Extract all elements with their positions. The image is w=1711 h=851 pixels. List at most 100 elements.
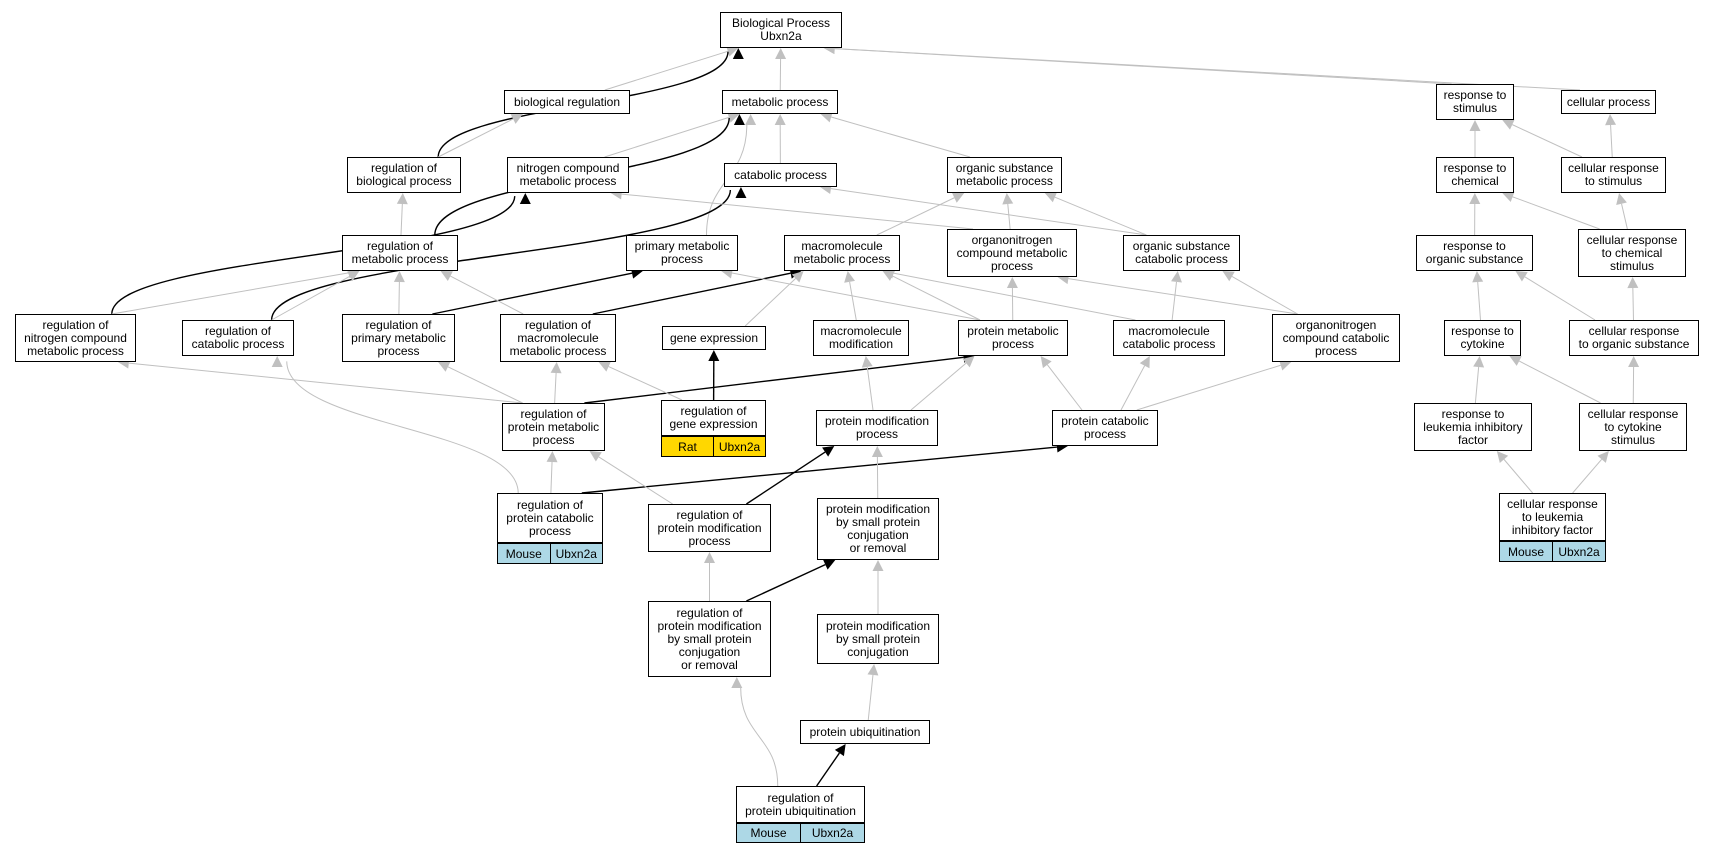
edge-arrowhead [1627,277,1639,289]
go-term-response-to-chemical[interactable]: response to chemical [1436,157,1514,193]
edge-arrowhead [396,193,408,205]
edge-line [831,116,971,158]
go-term-regulation-of-primary-metabolic-process[interactable]: regulation of primary metabolic process [342,314,455,362]
edge-line [746,563,826,602]
edge-line [111,272,349,315]
edge-arrowhead [735,187,747,198]
go-term-regulation-of-protein-catabolic-process[interactable]: regulation of protein catabolic process [497,493,603,543]
edge-line [398,281,400,315]
edge-line [432,272,633,315]
go-term-protein-ubiquitination[interactable]: protein ubiquitination [800,720,930,744]
edge-line [1621,203,1628,230]
edge-arrowhead [775,48,787,60]
edge-line [550,461,553,494]
edge-arrowhead [1171,271,1182,283]
edge-line [604,50,728,91]
go-term-macromolecule-modification[interactable]: macromolecule modification [813,320,909,356]
go-term-cellular-response-to-chemical-stimulus[interactable]: cellular response to chemical stimulus [1578,229,1686,277]
go-term-regulation-of-protein-ubiquitination[interactable]: regulation of protein ubiquitination [736,786,865,823]
go-term-gene-expression[interactable]: gene expression [662,326,766,350]
edge-line [1068,278,1298,315]
edge-line [450,275,524,315]
annotation-species: Mouse [1507,544,1545,559]
edge-arrowhead [347,271,360,282]
go-term-macromolecule-catabolic-process[interactable]: macromolecule catabolic process [1113,320,1225,356]
edge-line [1171,281,1177,321]
edge-arrowhead [1472,271,1484,283]
edge-arrowhead [1628,356,1640,368]
go-term-catabolic-process[interactable]: catabolic process [724,163,837,187]
edge-line [581,446,1058,494]
go-term-regulation-of-catabolic-process[interactable]: regulation of catabolic process [182,320,294,356]
go-term-cellular-response-to-organic-substance[interactable]: cellular response to organic substance [1569,320,1699,356]
edge-arrowhead [867,664,879,676]
go-term-protein-catabolic-process[interactable]: protein catabolic process [1052,410,1158,446]
go-term-root[interactable]: Biological Process Ubxn2a [720,12,842,48]
go-term-biological-regulation[interactable]: biological regulation [504,90,630,114]
go-term-metabolic-process[interactable]: metabolic process [722,90,838,114]
edge-line [447,366,523,404]
go-term-regulation-of-macromolecule-metabolic-process[interactable]: regulation of macromolecule metabolic pr… [500,314,616,362]
go-term-response-to-leukemia-inhibitory-factor[interactable]: response to leukemia inhibitory factor [1414,403,1532,451]
go-term-regulation-of-nitrogen-compound-metabolic-process[interactable]: regulation of nitrogen compound metaboli… [15,314,136,362]
edge-line [270,189,732,321]
edge-arrowhead [731,677,743,688]
edge-line [598,456,673,505]
edge-line [1136,364,1281,411]
edge-line [1503,459,1534,494]
go-term-nitrogen-compound-metabolic-process[interactable]: nitrogen compound metabolic process [507,157,629,193]
go-term-organic-substance-metabolic-process[interactable]: organic substance metabolic process [947,157,1062,193]
go-term-organonitrogen-compound-metabolic-process[interactable]: organonitrogen compound metabolic proces… [947,229,1077,277]
edge-arrowhead [1469,120,1481,131]
edge-arrowhead [733,114,745,125]
edge-arrowhead [1502,191,1515,202]
go-term-regulation-of-gene-expression[interactable]: regulation of gene expression [661,400,766,436]
go-term-cellular-response-to-cytokine-stimulus[interactable]: cellular response to cytokine stimulus [1579,403,1687,451]
go-term-cellular-response-to-stimulus[interactable]: cellular response to stimulus [1561,157,1666,193]
go-term-cellular-process[interactable]: cellular process [1561,90,1656,114]
go-term-protein-modification-by-small-protein-conjugation[interactable]: protein modification by small protein co… [817,614,939,664]
edge-line [271,275,351,321]
annotation-species: Mouse [750,826,787,840]
go-term-primary-metabolic-process[interactable]: primary metabolic process [626,235,738,271]
edge-line [1046,364,1083,411]
edge-arrowhead [1509,356,1522,366]
edge-arrowhead [1139,356,1150,369]
go-term-cellular-response-to-leukemia-inhibitory-factor[interactable]: cellular response to leukemia inhibitory… [1499,493,1606,541]
edge-line [1572,459,1603,494]
edge-arrowhead [1040,356,1052,369]
go-term-organic-substance-catabolic-process[interactable]: organic substance catabolic process [1123,235,1240,271]
go-term-regulation-of-protein-metabolic-process[interactable]: regulation of protein metabolic process [502,403,605,451]
go-term-regulation-of-protein-modification-process[interactable]: regulation of protein modification proce… [648,504,771,552]
edge-arrowhead [861,356,873,368]
edge-arrowhead [1515,271,1528,282]
go-term-response-to-cytokine[interactable]: response to cytokine [1444,320,1521,356]
go-term-response-to-organic-substance[interactable]: response to organic substance [1416,235,1533,271]
edge-line [584,356,964,404]
edge-arrowhead [1605,114,1617,126]
edge-arrowhead [438,361,451,372]
go-term-protein-metabolic-process[interactable]: protein metabolic process [958,320,1068,356]
go-term-response-to-stimulus[interactable]: response to stimulus [1436,84,1514,120]
edge-arrowhead [440,271,453,281]
go-term-regulation-of-metabolic-process[interactable]: regulation of metabolic process [342,235,458,271]
go-term-protein-modification-process[interactable]: protein modification process [816,410,938,446]
go-term-macromolecule-metabolic-process[interactable]: macromolecule metabolic process [784,235,900,271]
edge-line [866,366,874,411]
annotation-gene: Ubxn2a [713,437,765,456]
go-term-regulation-of-biological-process[interactable]: regulation of biological process [347,157,461,193]
go-term-organonitrogen-compound-catabolic-process[interactable]: organonitrogen compound catabolic proces… [1272,314,1400,362]
edge-arrowhead [962,356,975,368]
edge-arrowhead [1597,451,1609,463]
edge-arrowhead [727,112,740,123]
go-term-protein-modification-by-small-protein-conjugation-or-removal[interactable]: protein modification by small protein co… [817,498,939,560]
edge-arrowhead [546,451,558,463]
edge-arrowhead [510,114,523,124]
edge-arrowhead [589,451,602,462]
go-term-regulation-of-protein-modification-by-small-protein-conjugation-or-removal[interactable]: regulation of protein modification by sm… [648,601,771,677]
edge-line [1007,203,1011,230]
edge-line [111,196,516,315]
edge-arrowhead [1469,193,1481,205]
